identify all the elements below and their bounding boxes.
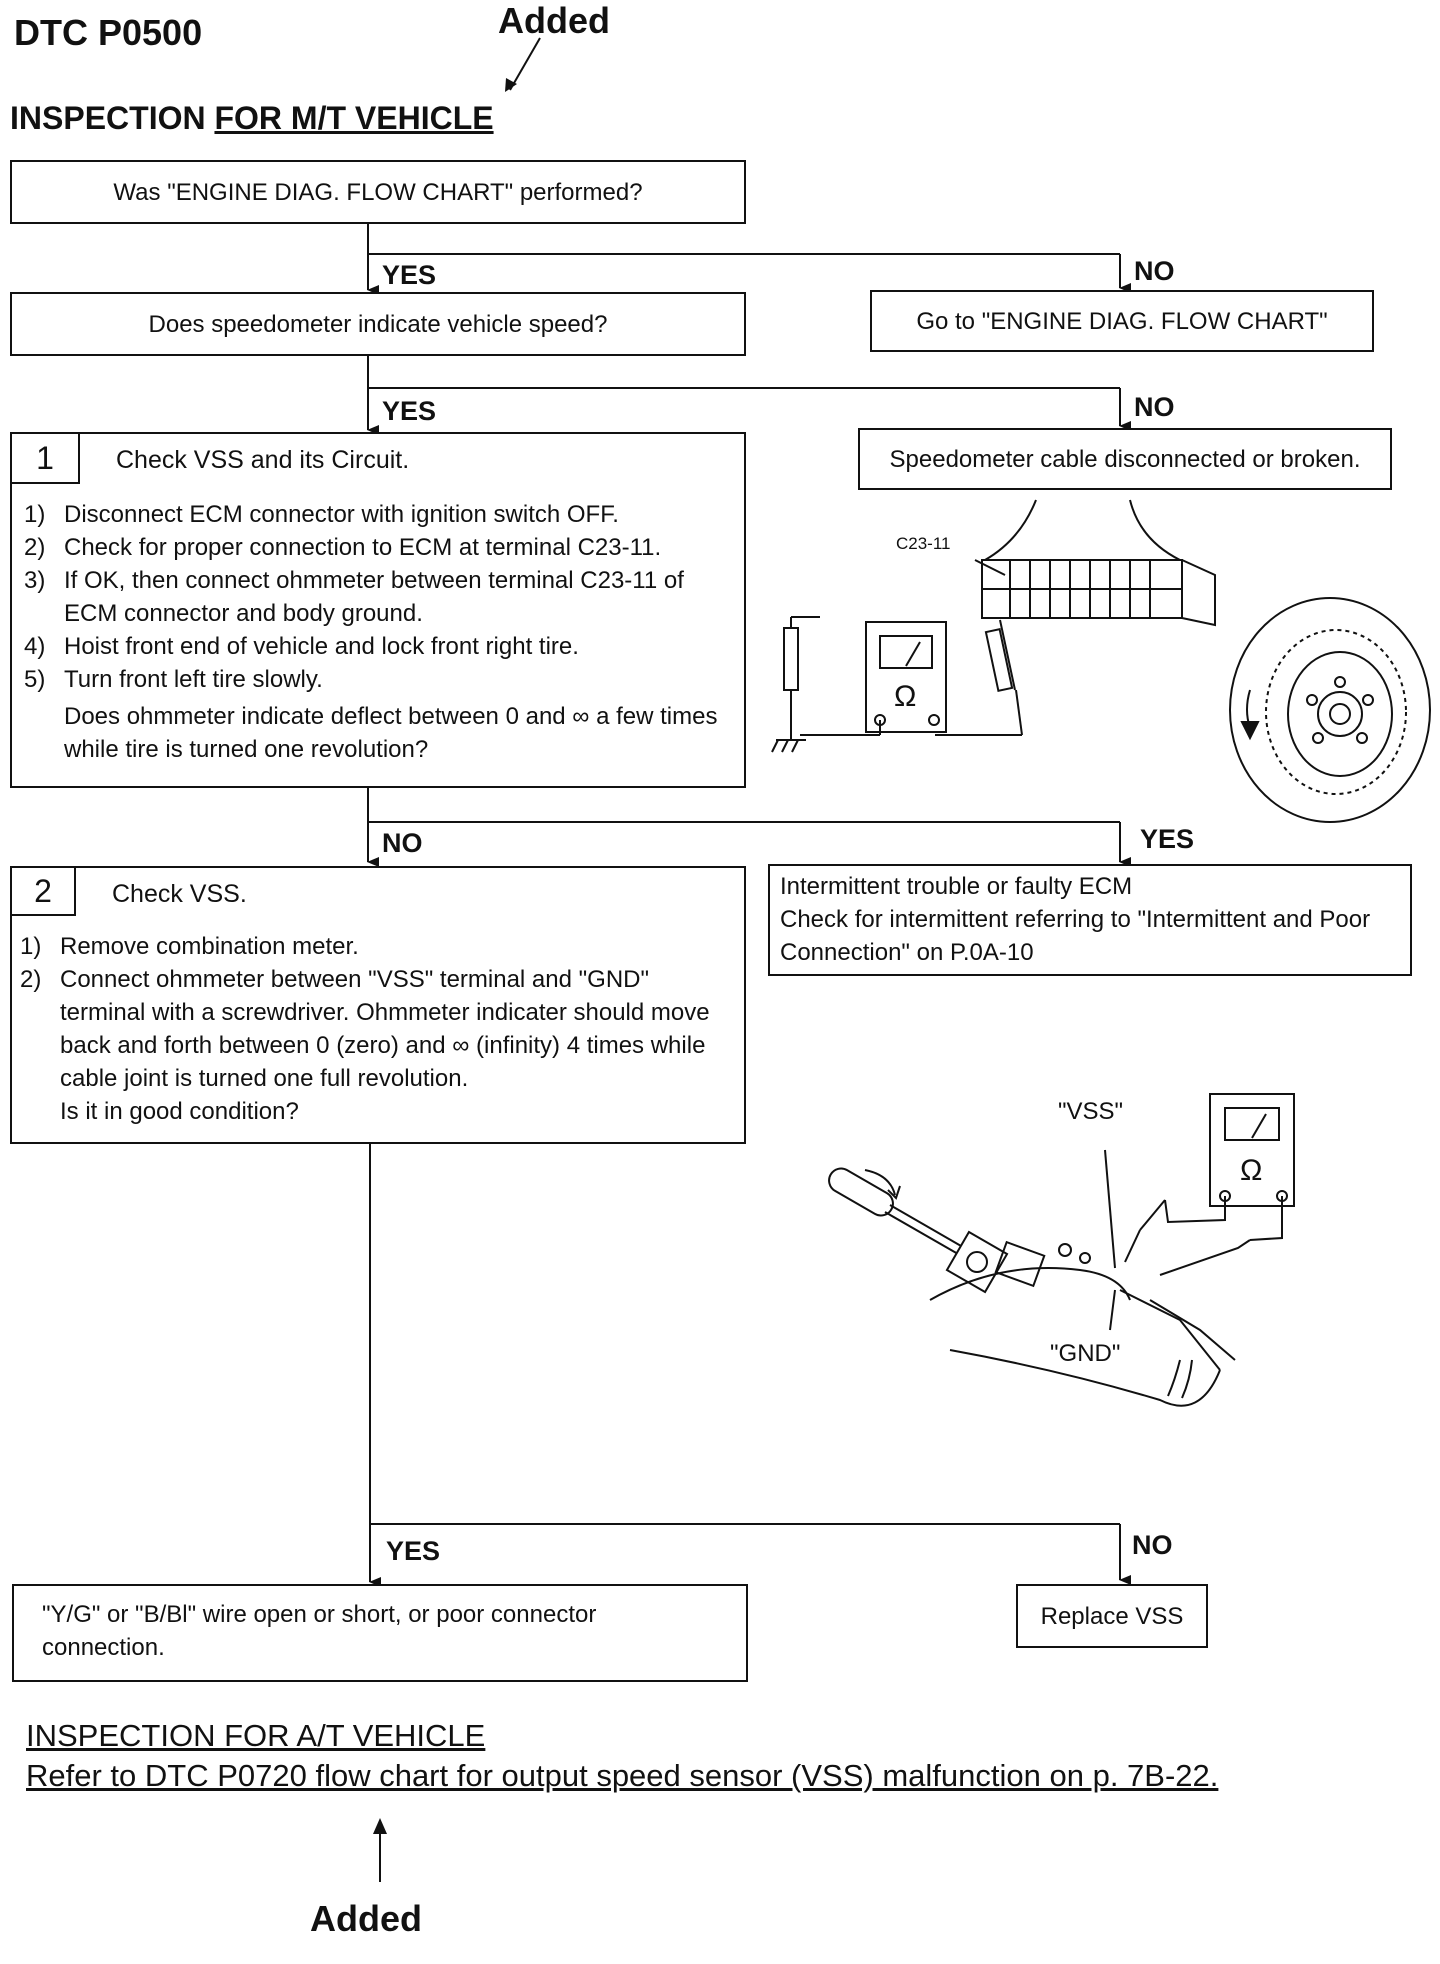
action-intermittent-line2: Check for intermittent referring to "Int… — [780, 906, 1371, 966]
added-note-top: Added — [498, 0, 610, 41]
step2-yes-label: YES — [386, 1536, 441, 1566]
added-note-bottom: Added — [310, 1898, 422, 1939]
ecm-connector-illustration — [771, 499, 1216, 753]
question-speedometer: Does speedometer indicate vehicle speed? — [10, 292, 746, 356]
list-item: 3)If OK, then connect ohmmeter between t… — [24, 567, 684, 627]
at-section-title: INSPECTION FOR A/T VEHICLE — [26, 1718, 486, 1753]
step1-title: Check VSS and its Circuit. — [116, 446, 410, 474]
q2-yes-label: YES — [382, 396, 437, 426]
at-reference: Refer to DTC P0720 flow chart for output… — [26, 1758, 1219, 1793]
action-speedometer-cable: Speedometer cable disconnected or broken… — [858, 428, 1392, 490]
section-title-underlined: FOR M/T VEHICLE — [214, 100, 494, 136]
action-intermittent-line1: Intermittent trouble or faulty ECM — [780, 873, 1133, 900]
list-item: 2)Check for proper connection to ECM at … — [24, 534, 662, 561]
list-item: 5)Turn front left tire slowly. — [24, 666, 323, 693]
list-item: 1)Remove combination meter. — [20, 933, 359, 960]
vss-check-illustration — [828, 1093, 1295, 1407]
ohm-symbol: Ω — [894, 680, 917, 713]
tire-icon — [1229, 597, 1431, 823]
list-item: 1)Disconnect ECM connector with ignition… — [24, 501, 619, 528]
question-engine-diag: Was "ENGINE DIAG. FLOW CHART" performed? — [10, 160, 746, 224]
step1-question: Does ohmmeter indicate deflect between 0… — [64, 703, 718, 763]
action-replace-vss: Replace VSS — [1016, 1584, 1208, 1648]
gnd-label: "GND" — [1050, 1340, 1121, 1367]
section-title: INSPECTION FOR M/T VEHICLE — [10, 100, 494, 137]
step1-box: 1 Check VSS and its Circuit. 1)Disconnec… — [10, 432, 746, 788]
step1-number: 1 — [12, 434, 80, 484]
step1-yes-label: YES — [1140, 824, 1195, 854]
step2-box: 2 Check VSS. 1)Remove combination meter.… — [10, 866, 746, 1144]
action-go-engine-diag: Go to "ENGINE DIAG. FLOW CHART" — [870, 290, 1374, 352]
step2-no-label: NO — [1132, 1530, 1173, 1560]
step2-title: Check VSS. — [112, 880, 247, 908]
ohm-symbol-2: Ω — [1240, 1154, 1263, 1187]
q1-yes-label: YES — [382, 260, 437, 290]
list-item: 2)Connect ohmmeter between "VSS" termina… — [20, 966, 710, 1092]
q2-no-label: NO — [1134, 392, 1175, 422]
terminal-label: C23-11 — [896, 534, 951, 553]
q1-no-label: NO — [1134, 256, 1175, 286]
step1-list: 1)Disconnect ECM connector with ignition… — [24, 498, 734, 766]
added-arrow-top — [509, 37, 541, 91]
action-intermittent: Intermittent trouble or faulty ECM Check… — [768, 864, 1412, 976]
step2-list: 1)Remove combination meter. 2)Connect oh… — [20, 930, 740, 1128]
section-title-plain: INSPECTION — [10, 100, 215, 136]
vss-label: "VSS" — [1058, 1098, 1124, 1125]
ohmmeter-icon-2 — [1209, 1093, 1295, 1207]
list-item: 4)Hoist front end of vehicle and lock fr… — [24, 633, 579, 660]
step1-no-label: NO — [382, 828, 423, 858]
page-title: DTC P0500 — [14, 12, 203, 53]
step2-number: 2 — [12, 868, 76, 916]
step2-question: Is it in good condition? — [60, 1098, 299, 1125]
action-wire-check: "Y/G" or "B/Bl" wire open or short, or p… — [12, 1584, 748, 1682]
